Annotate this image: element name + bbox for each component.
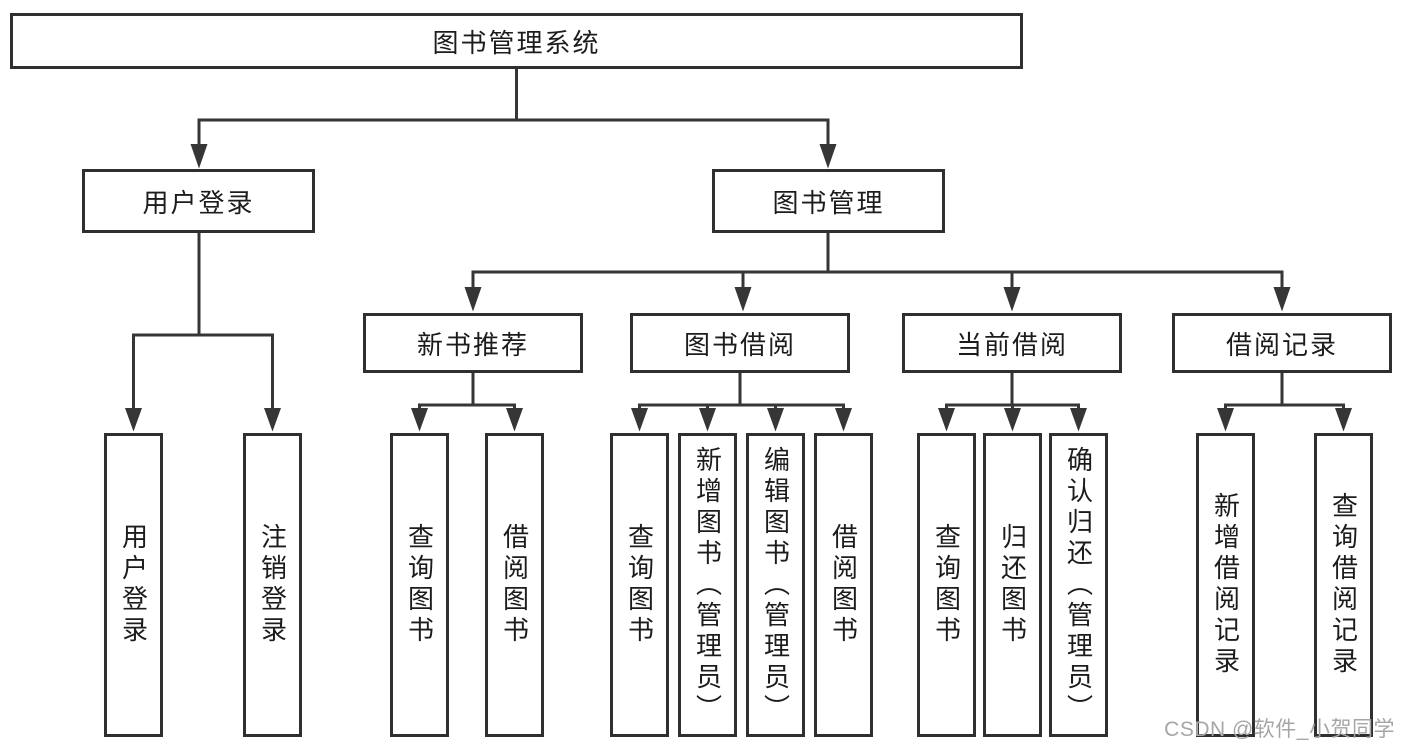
node-root: 图书管理系统	[10, 13, 1023, 69]
leaf-newbook-query-label: 查询图书	[404, 523, 435, 647]
edge-user-login-to-leaves	[125, 233, 281, 432]
node-book-borrow: 图书借阅	[630, 313, 850, 373]
leaf-newbook-borrow-label: 借阅图书	[499, 523, 530, 647]
leaf-borrow-query-label: 查询图书	[624, 523, 655, 647]
arrow-down-icon	[264, 408, 281, 432]
arrow-down-icon	[464, 287, 482, 312]
leaf-current-return-label: 归还图书	[997, 523, 1028, 647]
arrow-down-icon	[1004, 408, 1021, 432]
edge-current-borrow-to-leaves	[938, 373, 1087, 432]
arrow-down-icon	[125, 408, 142, 432]
arrow-down-icon	[506, 408, 523, 432]
leaf-borrow-query: 查询图书	[610, 433, 669, 737]
leaf-borrow-borrow: 借阅图书	[814, 433, 873, 737]
edge-root-to-level2	[190, 69, 837, 169]
leaf-borrow-edit-label: 编辑图书（管理员）	[760, 445, 791, 725]
leaf-current-return: 归还图书	[983, 433, 1042, 737]
arrow-down-icon	[1003, 287, 1021, 312]
leaf-logout: 注销登录	[243, 433, 302, 737]
arrow-down-icon	[1273, 287, 1291, 312]
node-borrow-records: 借阅记录	[1172, 313, 1392, 373]
leaf-user-login: 用户登录	[104, 433, 163, 737]
arrow-down-icon	[1217, 408, 1234, 432]
leaf-record-add-label: 新增借阅记录	[1210, 492, 1241, 678]
leaf-current-confirm-label: 确认归还（管理员）	[1063, 445, 1094, 725]
arrow-down-icon	[190, 144, 208, 169]
edge-book-mgmt-to-level3	[464, 233, 1291, 312]
arrow-down-icon	[938, 408, 955, 432]
arrow-down-icon	[767, 408, 784, 432]
leaf-newbook-query: 查询图书	[390, 433, 449, 737]
arrow-down-icon	[835, 408, 852, 432]
arrow-down-icon	[699, 408, 716, 432]
watermark: CSDN @软件_小贺同学	[1164, 718, 1395, 741]
leaf-current-confirm: 确认归还（管理员）	[1049, 433, 1108, 737]
leaf-borrow-borrow-label: 借阅图书	[828, 523, 859, 647]
arrow-down-icon	[734, 287, 752, 312]
node-book-mgmt: 图书管理	[712, 169, 945, 233]
leaf-record-query-label: 查询借阅记录	[1328, 492, 1359, 678]
leaf-logout-label: 注销登录	[257, 523, 288, 647]
leaf-borrow-add: 新增图书（管理员）	[678, 433, 737, 737]
edge-book-borrow-to-leaves	[631, 373, 852, 432]
leaf-record-add: 新增借阅记录	[1196, 433, 1255, 737]
edge-borrow-records-to-leaves	[1217, 373, 1352, 432]
arrow-down-icon	[411, 408, 428, 432]
node-current-borrow: 当前借阅	[902, 313, 1122, 373]
leaf-borrow-edit: 编辑图书（管理员）	[746, 433, 805, 737]
leaf-current-query-label: 查询图书	[931, 523, 962, 647]
leaf-current-query: 查询图书	[917, 433, 976, 737]
arrow-down-icon	[1335, 408, 1352, 432]
node-new-book-rec: 新书推荐	[363, 313, 583, 373]
node-user-login: 用户登录	[82, 169, 315, 233]
arrow-down-icon	[1070, 408, 1087, 432]
arrow-down-icon	[819, 144, 837, 169]
edge-new-book-rec-to-leaves	[411, 373, 523, 432]
leaf-borrow-add-label: 新增图书（管理员）	[692, 445, 723, 725]
leaf-newbook-borrow: 借阅图书	[485, 433, 544, 737]
leaf-record-query: 查询借阅记录	[1314, 433, 1373, 737]
leaf-user-login-label: 用户登录	[118, 523, 149, 647]
arrow-down-icon	[631, 408, 648, 432]
